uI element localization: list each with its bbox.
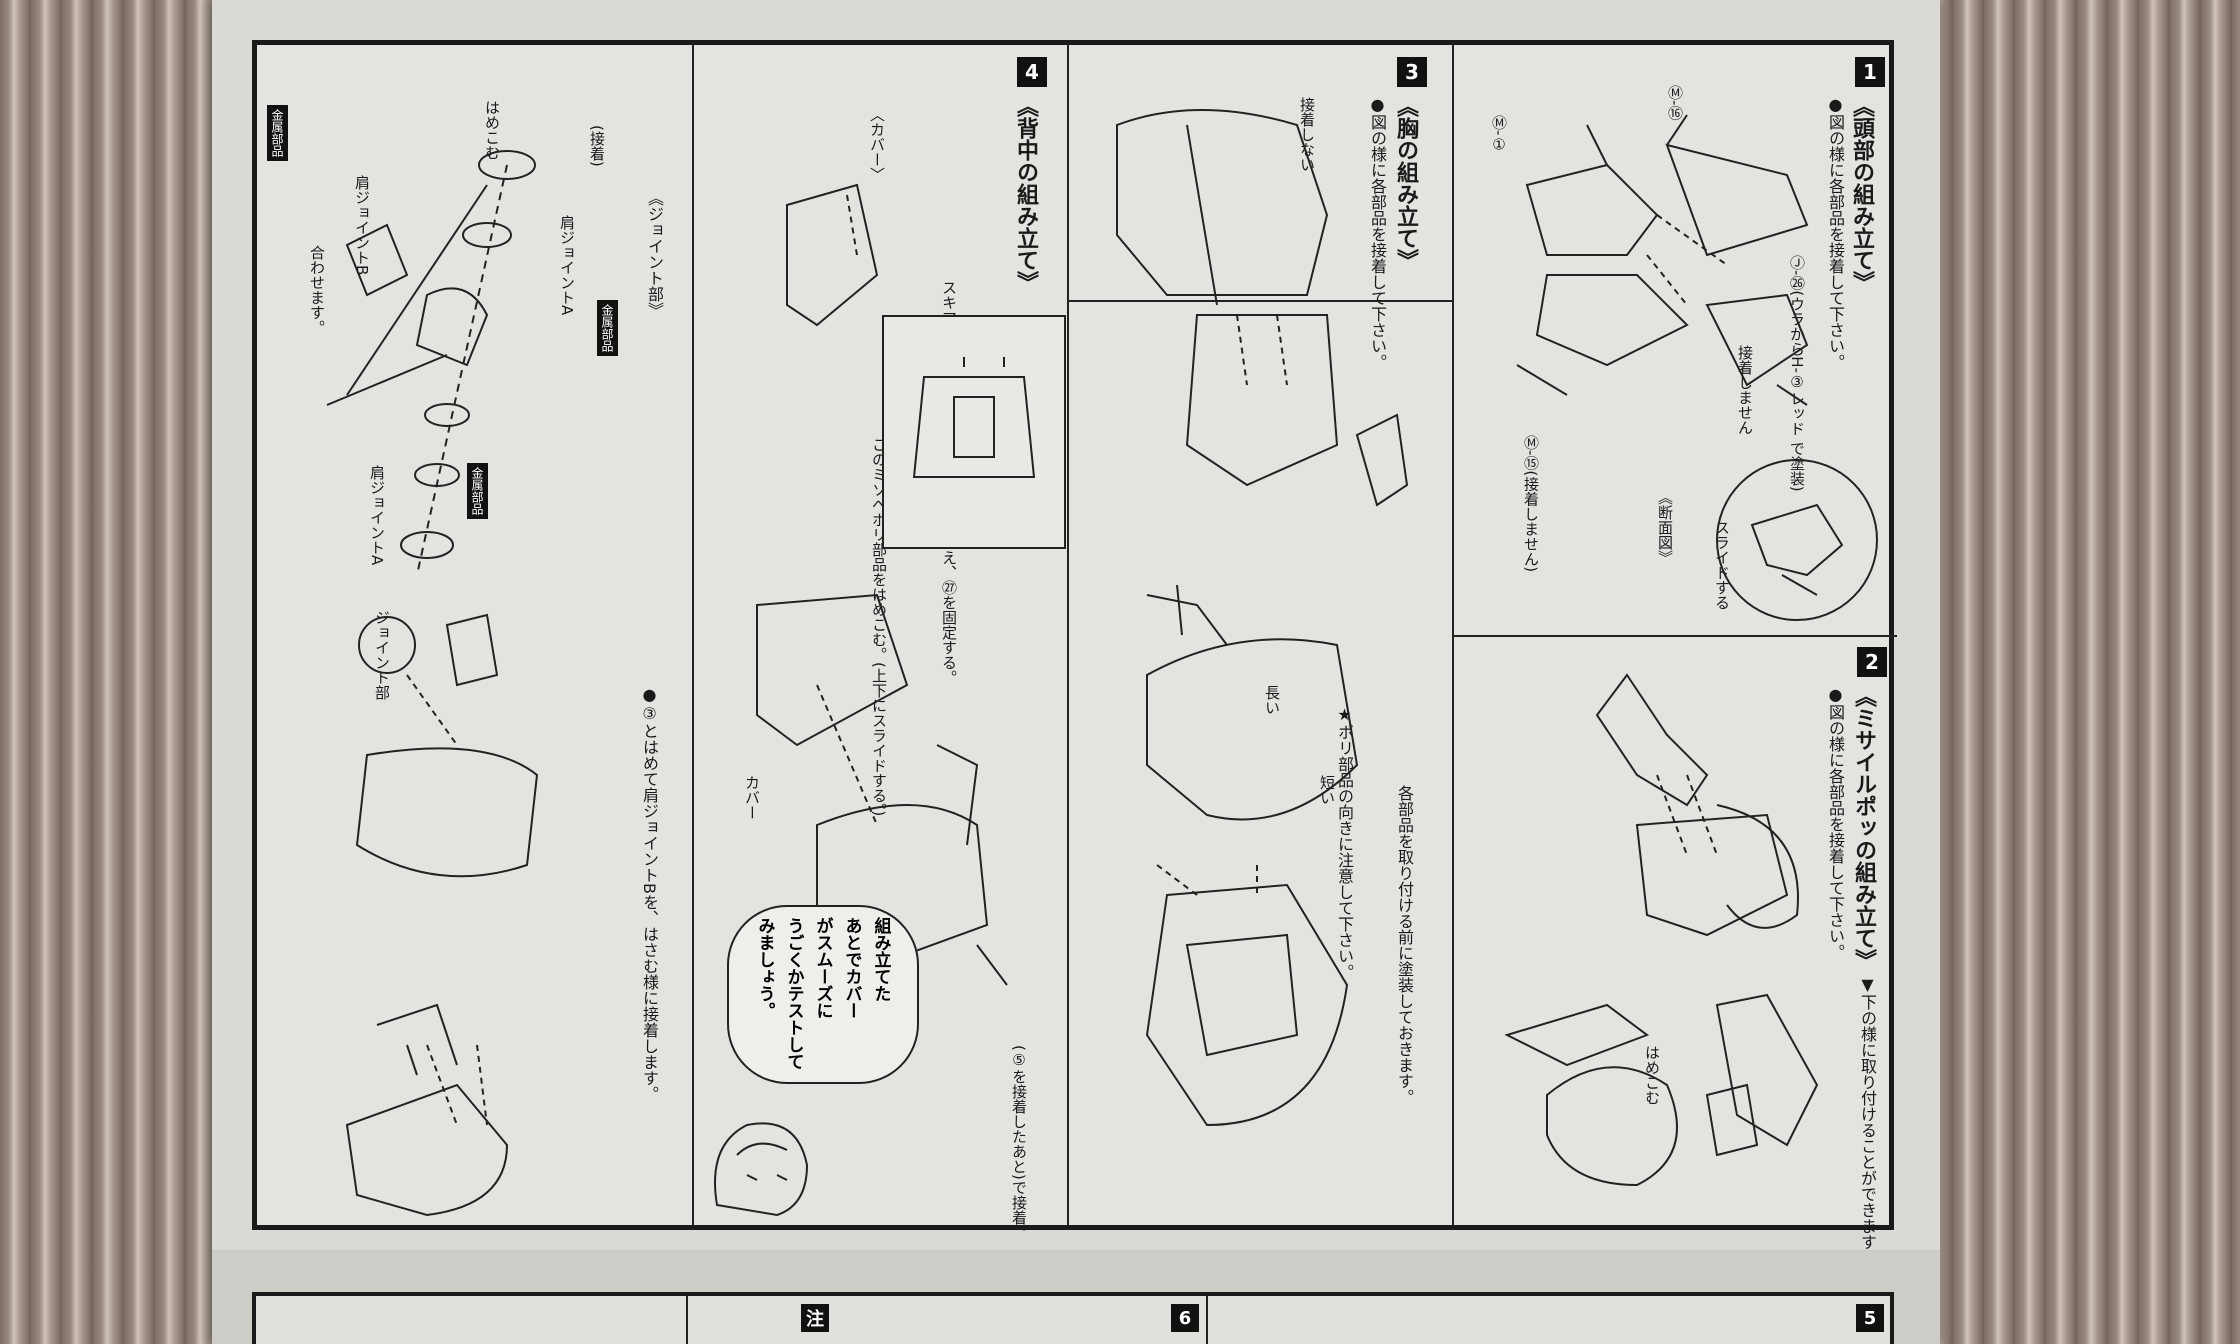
divider-row-s4 — [1067, 300, 1452, 302]
s1-paint-note: Ⓙ-㉖(ウラからH-③レッド で塗装) — [1788, 255, 1806, 492]
s1-section-view-label: 《断面図》 — [1656, 490, 1674, 565]
section-2-note: ●図の様に各部品を接着して下さい。 — [1826, 685, 1845, 960]
s3-paint-note: 各部品を取り付ける前に塗装しておきます。 — [1395, 785, 1414, 1105]
s1-m15-label: Ⓜ-⑮(接着しません) — [1522, 435, 1540, 573]
s4-detail-callout — [882, 315, 1066, 549]
section-6-number: 6 — [1171, 1304, 1199, 1332]
section-1-note: ●図の様に各部品を接着して下さい。 — [1826, 95, 1845, 370]
missile-pod-drawing — [1595, 673, 1799, 937]
shoulder-assembly-drawing — [345, 613, 539, 1217]
joint-b-label: 肩ジョイントB — [353, 175, 371, 276]
section-2-number: 2 — [1857, 647, 1887, 677]
section-4-title: 《背中の組み立て》 — [1013, 95, 1038, 293]
bubble-line-4: うごくかテストして — [783, 917, 804, 1070]
joint-insert-label: はめこむ — [483, 100, 501, 160]
s2-insert-label: はめこむ — [1643, 1045, 1661, 1105]
section-3-note: ●図の様に各部品を接着して下さい。 — [1368, 95, 1387, 370]
character-illustration — [714, 1122, 809, 1217]
section-3-title: 《胸の組み立て》 — [1393, 95, 1418, 271]
section-view-circle — [1716, 459, 1878, 621]
bubble-line-3: がスムーズに — [812, 917, 833, 1019]
caution-mark: 注 — [801, 1304, 829, 1332]
instruction-frame: 1 《頭部の組み立て》 ●図の様に各部品を接着して下さい。 Ⓙ-㉖(ウラからH-… — [252, 40, 1897, 1266]
s3-long-label: 長い — [1263, 685, 1281, 715]
bubble-line-1: 組み立てた — [870, 917, 891, 1002]
joint-glue-label: (接着) — [588, 125, 606, 167]
joint-match-label: 合わせます。 — [308, 245, 326, 335]
joint-note: ●③とはめて肩ジョイントBを、はさむ様に接着します。 — [640, 685, 659, 1102]
metal-parts-tag-3: 金属部品 — [467, 463, 488, 519]
joint-a-label-top: 肩ジョイントA — [558, 215, 576, 316]
section-1-title: 《頭部の組み立て》 — [1849, 95, 1874, 293]
next-divider-2 — [1206, 1296, 1208, 1344]
section-2-tail-note: ▼下の様に取り付けることができます。 — [1858, 975, 1877, 1266]
s4-detail-drawing — [912, 357, 1036, 478]
chest-rear-drawing — [1145, 584, 1359, 1127]
s4-cover-label: 〈カバー〉 — [868, 107, 886, 182]
joint-part-label: ジョイント部 — [373, 610, 391, 700]
divider-col-2 — [1067, 45, 1069, 1225]
next-page-frame: 5 6 注 — [252, 1292, 1894, 1344]
bubble-line-5: みましょう。 — [754, 917, 775, 1019]
joint-title: 《ジョイント部》 — [645, 190, 664, 318]
s1-no-glue-note: 接着しません — [1736, 345, 1754, 435]
chest-exploded-drawing — [1116, 109, 1409, 507]
section-4-number: 4 — [1017, 57, 1047, 87]
joint-a-label-bottom: 肩ジョイントA — [368, 465, 386, 566]
s4-cover2-label: カバー — [743, 775, 761, 820]
section-1-number: 1 — [1855, 57, 1885, 87]
next-divider-1 — [686, 1296, 688, 1344]
bubble-line-2: あとでカバー — [841, 917, 862, 1019]
section-3-number: 3 — [1397, 57, 1427, 87]
back-assembly-drawing — [756, 183, 1008, 986]
s4-glue-note: (⑤を接着したあと)で接着。 — [1010, 1045, 1028, 1240]
s3-no-glue-label: 接着しない — [1298, 97, 1316, 172]
section-2-title: 《ミサイルポッの組み立て》 — [1851, 685, 1876, 971]
s1-m1-label: Ⓜ-① — [1490, 115, 1508, 154]
shoulder-joint-drawing — [326, 150, 536, 576]
head-assembly-drawing — [1516, 114, 1809, 406]
divider-row-s2 — [1452, 635, 1897, 637]
s1-m16-label: Ⓜ-⑯ — [1666, 85, 1684, 121]
metal-parts-tag-2: 金属部品 — [597, 300, 618, 356]
metal-parts-tag-1: 金属部品 — [267, 105, 288, 161]
tip-speech-bubble: 組み立てた あとでカバー がスムーズに うごくかテストして みましょう。 — [727, 905, 919, 1084]
missile-pod-attach-drawing — [1504, 993, 1819, 1187]
section-5-number: 5 — [1856, 1304, 1884, 1332]
divider-col-1 — [692, 45, 694, 1225]
